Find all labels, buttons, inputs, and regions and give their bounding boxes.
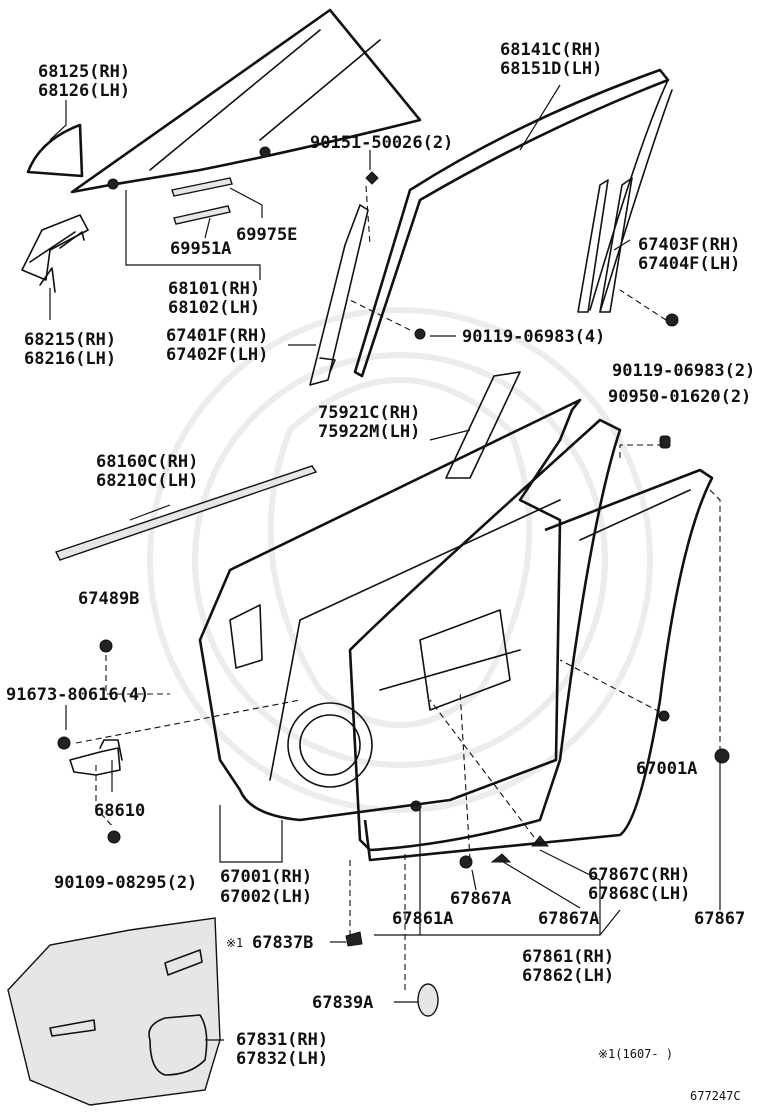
label-68216: 68216(LH) [24, 349, 116, 369]
door-hinge [69, 739, 123, 776]
rear-lower-sash [577, 177, 633, 313]
label-68141c: 68141C(RH) [500, 40, 602, 60]
label-67867a-2: 67867A [538, 909, 599, 929]
note-mark: ※1 [226, 936, 243, 950]
label-67861: 67861(RH) [522, 947, 614, 967]
label-67839a: 67839A [312, 993, 373, 1013]
footnote: ※1(1607- ) [598, 1047, 673, 1061]
label-67837b: 67837B [252, 933, 313, 953]
label-67862: 67862(LH) [522, 966, 614, 986]
label-68126: 68126(LH) [38, 81, 130, 101]
dashed-lines [75, 185, 721, 990]
label-67489b: 67489B [78, 589, 139, 609]
label-68215: 68215(RH) [24, 330, 116, 350]
label-67002: 67002(LH) [220, 887, 312, 907]
label-90119-2: 90119-06983(2) [612, 361, 755, 381]
label-67867: 67867 [694, 909, 745, 929]
label-91673: 91673-80616(4) [6, 685, 149, 705]
glass-channels [171, 177, 233, 225]
label-90151: 90151-50026(2) [310, 133, 453, 153]
service-hole-cover [7, 917, 221, 1106]
label-75921c: 75921C(RH) [318, 403, 420, 423]
label-75922m: 75922M(LH) [318, 422, 420, 442]
label-67001: 67001(RH) [220, 867, 312, 887]
label-90109: 90109-08295(2) [54, 873, 197, 893]
label-67867c: 67867C(RH) [588, 865, 690, 885]
label-90119-4: 90119-06983(4) [462, 327, 605, 347]
leader-lines [49, 84, 721, 1041]
label-68610: 68610 [94, 801, 145, 821]
label-69951a: 69951A [170, 239, 231, 259]
watermark-logo-icon [147, 307, 653, 813]
front-lower-sash [309, 204, 369, 386]
diagram-code: 677247C [690, 1089, 741, 1103]
label-67832: 67832(LH) [236, 1049, 328, 1069]
label-69975e: 69975E [236, 225, 297, 245]
label-68160c: 68160C(RH) [96, 452, 198, 472]
label-67404f: 67404F(LH) [638, 254, 740, 274]
door-panel [198, 398, 582, 822]
label-68102: 68102(LH) [168, 298, 260, 318]
label-67861a: 67861A [392, 909, 453, 929]
label-67831: 67831(RH) [236, 1030, 328, 1050]
label-90950: 90950-01620(2) [608, 387, 751, 407]
label-67868c: 67868C(LH) [588, 884, 690, 904]
door-glass [70, 8, 422, 194]
label-68125: 68125(RH) [38, 62, 130, 82]
label-67402f: 67402F(LH) [166, 345, 268, 365]
label-67867a-1: 67867A [450, 889, 511, 909]
black-out-tape [445, 371, 521, 479]
label-68151d: 68151D(LH) [500, 59, 602, 79]
belt-moulding [55, 465, 318, 561]
division-bar-bracket [21, 214, 89, 293]
label-67001a: 67001A [636, 759, 697, 779]
front-quarter-glass [26, 123, 84, 178]
label-68101: 68101(RH) [168, 279, 260, 299]
label-68210c: 68210C(LH) [96, 471, 198, 491]
label-67403f: 67403F(RH) [638, 235, 740, 255]
opening-trim-weatherstrip [363, 468, 714, 862]
part-labels: 68125(RH) 68126(LH) 68141C(RH) 68151D(LH… [6, 40, 755, 1103]
label-67401f: 67401F(RH) [166, 326, 268, 346]
door-frame-weatherstrip [353, 68, 673, 378]
